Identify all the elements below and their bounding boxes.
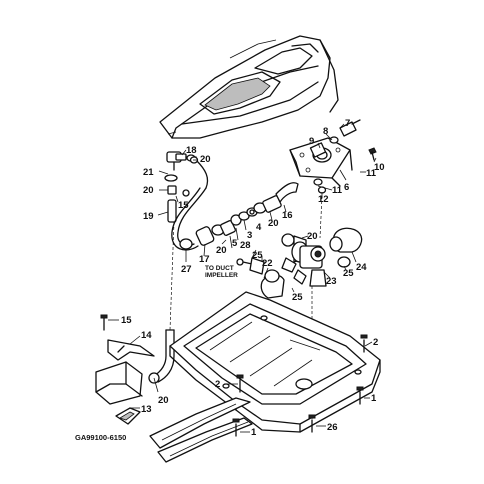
- bolts: [232, 334, 368, 437]
- annotation-to-duct: TO DUCT: [205, 265, 234, 272]
- callout-20: 20: [200, 154, 211, 165]
- callout-2: 2: [215, 379, 220, 390]
- callout-26: 26: [327, 422, 338, 433]
- housing-parts: [95, 314, 155, 425]
- callout-24: 24: [356, 262, 367, 273]
- lower-strakes: [149, 397, 253, 463]
- callout-25: 25: [343, 268, 354, 279]
- drain-hose: [148, 329, 175, 384]
- callout-25: 25: [252, 250, 263, 261]
- callout-11: 11: [332, 185, 343, 196]
- callout-8: 8: [323, 126, 328, 137]
- callout-28: 28: [240, 240, 251, 251]
- callout-21: 21: [143, 167, 154, 178]
- callout-16: 16: [282, 210, 293, 221]
- callout-15: 15: [121, 315, 132, 326]
- callout-20: 20: [216, 245, 227, 256]
- leader-lines: [108, 123, 377, 433]
- engine-bed: [169, 291, 381, 433]
- callout-23: 23: [326, 276, 337, 287]
- callout-13: 13: [141, 404, 152, 415]
- callout-1: 1: [251, 427, 257, 438]
- callout-27: 27: [181, 264, 192, 275]
- callout-1: 1: [371, 393, 377, 404]
- callout-14: 14: [141, 330, 152, 341]
- callout-4: 4: [256, 222, 262, 233]
- callout-15: 15: [178, 200, 189, 211]
- callout-11: 11: [366, 168, 377, 179]
- callout-7: 7: [345, 118, 350, 129]
- callout-9: 9: [309, 136, 314, 147]
- intake-plate-assembly: [289, 119, 377, 194]
- callout-20: 20: [158, 395, 169, 406]
- callout-20: 20: [268, 218, 279, 229]
- callout-3: 3: [247, 230, 252, 241]
- callout-numbers: 18 20 21 20 15 19 27 17 20 5 3 4 20 16 7…: [75, 118, 385, 442]
- callout-6: 6: [344, 182, 349, 193]
- valve-assembly: [236, 227, 363, 299]
- callout-12: 12: [318, 194, 329, 205]
- callout-20: 20: [307, 231, 318, 242]
- callout-17: 17: [199, 254, 210, 265]
- hose-chain: [171, 182, 299, 251]
- callout-19: 19: [143, 211, 154, 222]
- hull-deck: [159, 35, 339, 139]
- annotation-impeller: IMPELLER: [205, 272, 238, 279]
- callout-20: 20: [143, 185, 154, 196]
- callout-2: 2: [373, 337, 378, 348]
- callout-10: 10: [374, 162, 385, 173]
- diagram-code: GA99100-6150: [75, 433, 126, 442]
- callout-25: 25: [292, 292, 303, 303]
- callout-18: 18: [186, 145, 197, 156]
- callout-22: 22: [262, 258, 273, 269]
- callout-5: 5: [232, 238, 238, 249]
- fuel-fittings-left: [164, 151, 209, 223]
